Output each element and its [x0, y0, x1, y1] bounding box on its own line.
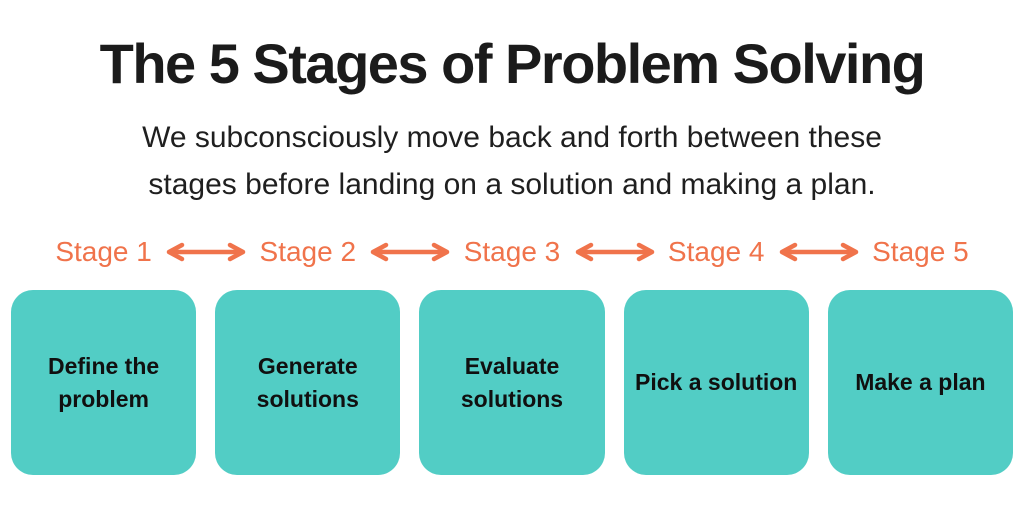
stage-box-generate-solutions: Generate solutions: [215, 290, 401, 475]
stage-box-pick-a-solution: Pick a solution: [623, 290, 809, 475]
stage-box-evaluate-solutions: Evaluate solutions: [419, 290, 605, 475]
subtitle-line-2: stages before landing on a solution and …: [148, 168, 876, 201]
stage-label-row: Stage 1 Stage 2 Stage 3 Stage 4 Stage 5: [11, 232, 1013, 272]
stage-box-label: Define the problem: [48, 353, 160, 412]
double-headed-arrow-icon: [778, 242, 860, 262]
stage-box-row: Define the problem Generate solutions Ev…: [11, 290, 1013, 475]
infographic-canvas: The 5 Stages of Problem Solving We subco…: [0, 30, 1024, 512]
double-headed-arrow-icon: [369, 242, 451, 262]
double-headed-arrow-icon: [165, 242, 247, 262]
stage-box-label: Generate solutions: [256, 353, 359, 412]
stage-box-define-the-problem: Define the problem: [11, 290, 197, 475]
subtitle-line-1: We subconsciously move back and forth be…: [142, 121, 882, 154]
stage-label-2: Stage 2: [259, 236, 357, 267]
page-title: The 5 Stages of Problem Solving: [99, 32, 926, 95]
stage-label-4: Stage 4: [667, 236, 765, 267]
stage-box-label: Evaluate solutions: [460, 353, 564, 412]
stage-box-make-a-plan: Make a plan: [827, 290, 1013, 475]
stage-box-label: Pick a solution: [635, 369, 798, 396]
stage-label-3: Stage 3: [463, 236, 561, 267]
page-subtitle: We subconsciously move back and forth be…: [0, 114, 1024, 208]
stage-label-1: Stage 1: [55, 236, 152, 267]
double-headed-arrow-icon: [574, 242, 656, 262]
stage-box-label: Make a plan: [855, 369, 986, 396]
stage-label-5: Stage 5: [872, 236, 969, 267]
